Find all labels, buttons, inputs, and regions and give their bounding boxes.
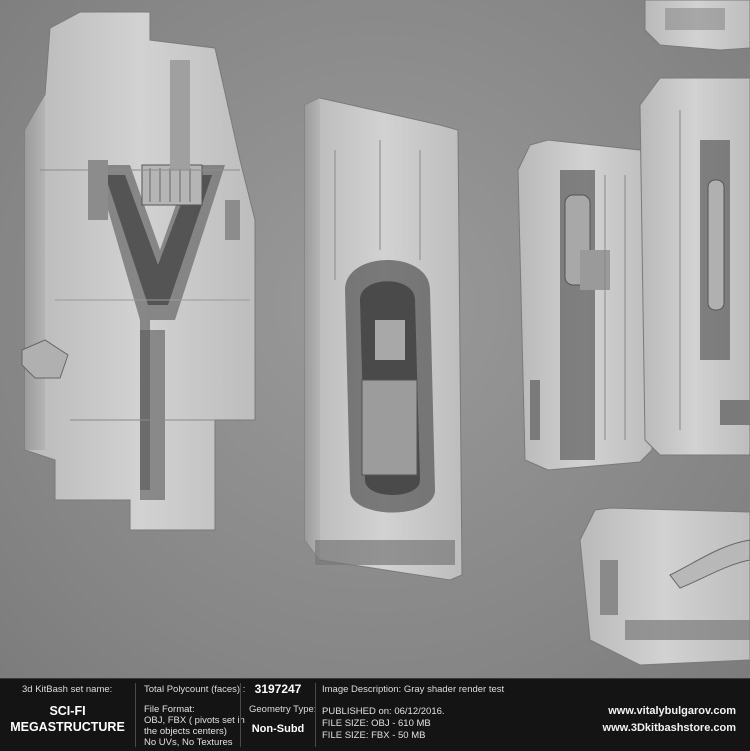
far-right-structure [639,77,750,456]
link-3dkitbashstore[interactable]: www.3Dkitbashstore.com [602,722,736,734]
set-name-line1: SCI-FI [49,704,86,718]
file-format-line3: No UVs, No Textures [144,737,233,748]
file-format-line2: the objects centers) [144,726,227,737]
geometry-type-value: Non-Subd [251,723,305,735]
geometry-type-label: Geometry Type: [249,704,317,715]
description-cell: Image Description: Gray shader render te… [316,679,750,751]
set-name-line2: MEGASTRUCTURE [10,720,125,734]
file-size-fbx: FILE SIZE: FBX - 50 MB [322,730,426,741]
polycount-value: 3197247 [254,682,302,696]
center-structure [304,97,463,581]
info-bar: 3d KitBash set name: SCI-FI MEGASTRUCTUR… [0,678,750,751]
divider [135,683,136,747]
polycount-label: Total Polycount (faces) : [144,684,246,695]
published-date: PUBLISHED on: 06/12/2016. [322,706,445,717]
top-right-structure [644,0,750,51]
file-size-obj: FILE SIZE: OBJ - 610 MB [322,718,431,729]
render-preview [0,0,750,678]
link-vitalybulgarov[interactable]: www.vitalybulgarov.com [608,705,736,717]
kitbash-render-image [21,0,750,666]
file-format-label: File Format: [144,704,195,715]
bottom-right-structure [579,507,750,666]
polycount-format-cell: Total Polycount (faces) : File Format: O… [136,679,245,751]
divider [240,683,241,747]
set-name-cell: 3d KitBash set name: SCI-FI MEGASTRUCTUR… [0,679,135,751]
image-description: Image Description: Gray shader render te… [322,684,505,695]
divider [315,683,316,747]
right-structure [517,139,653,471]
left-structure [21,11,256,531]
set-name-label: 3d KitBash set name: [22,684,113,695]
polycount-geometry-cell: 3197247 Geometry Type: Non-Subd [241,679,317,751]
file-format-line1: OBJ, FBX ( pivots set in [144,715,245,726]
